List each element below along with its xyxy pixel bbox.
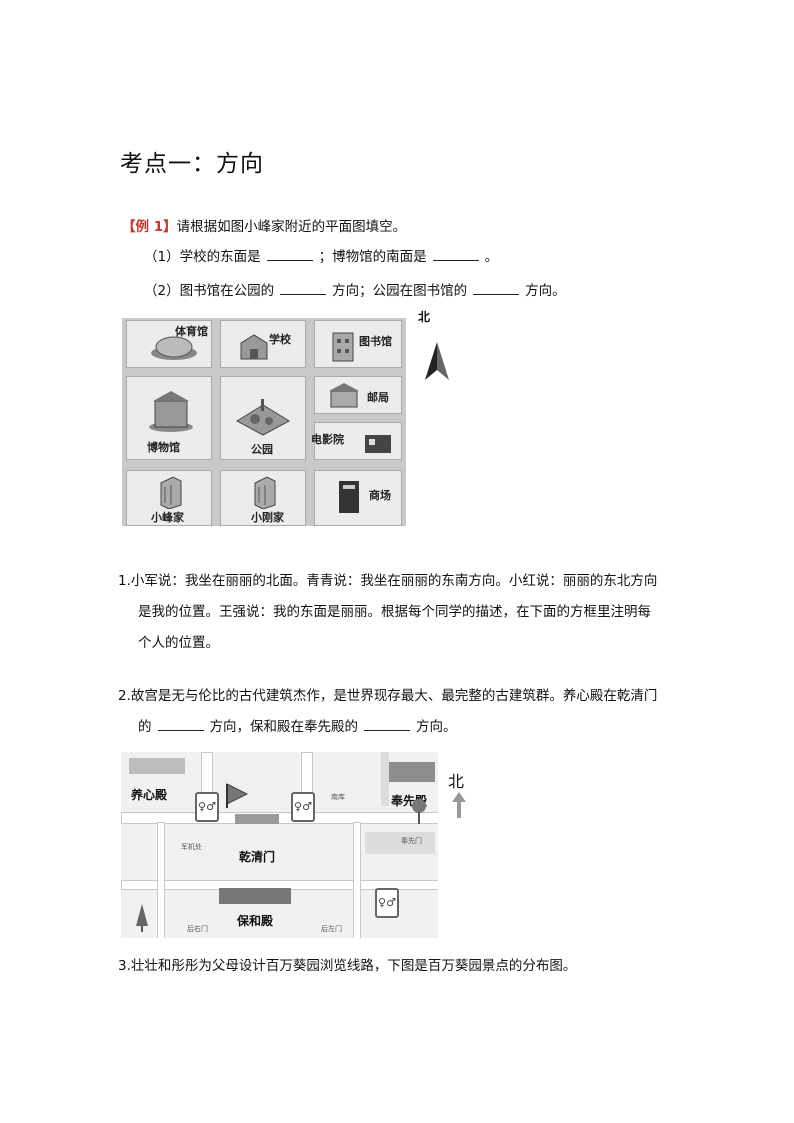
map-label-library: 图书馆 (359, 335, 392, 348)
map-label-mall: 商场 (369, 489, 391, 502)
p2-text-b: 方向，保和殿在奉先殿的 (209, 719, 359, 735)
p2-text-a: 的 (138, 719, 152, 735)
problem-2-line-1: 2.故宫是无与伦比的古代建筑杰作，是世界现存最大、最完整的古建筑群。养心殿在乾清… (118, 688, 658, 704)
answer-blank[interactable] (280, 282, 327, 295)
map-label-park: 公园 (251, 443, 273, 456)
apartment-building-icon (254, 476, 276, 509)
map-cell-park: 公园 (220, 376, 306, 460)
map-cell-museum: 博物馆 (126, 376, 212, 460)
restroom-icon: ♀♂ (291, 792, 315, 822)
map-label-museum: 博物馆 (147, 441, 180, 454)
map-cell-post-office: 邮局 (314, 376, 402, 414)
palace-map: 养心殿 奉先殿 乾清门 保和殿 军机处 南库 奉先门 后右门 后左门 ♀♂ ♀♂… (121, 752, 438, 938)
map-cell-cinema: 电影院 (311, 422, 402, 460)
map-cell-xiaogang-home: 小刚家 (220, 470, 306, 526)
q2-text-a: （2）图书馆在公园的 (144, 283, 275, 299)
q1-text-a: （1）学校的东面是 (144, 249, 261, 265)
example-question-1: （1）学校的东面是 ；博物馆的南面是 。 (144, 247, 498, 267)
north-label: 北 (418, 310, 431, 324)
road (157, 822, 165, 938)
apartment-building-icon (160, 476, 182, 509)
q1-text-b: ；博物馆的南面是 (318, 249, 427, 265)
school-building-icon (240, 334, 268, 360)
restroom-icon: ♀♂ (375, 888, 399, 918)
library-building-icon (332, 332, 354, 362)
answer-blank[interactable] (266, 248, 313, 261)
palace-roof (387, 762, 435, 782)
answer-blank[interactable] (364, 718, 410, 731)
road (353, 822, 361, 938)
park-icon (235, 399, 291, 436)
map-cell-school: 学校 (220, 320, 306, 368)
map-label-gym: 体育馆 (175, 325, 208, 338)
problem-2-line-2: 的 方向，保和殿在奉先殿的 方向。 (138, 717, 457, 737)
label-houyou-gate: 后右门 (187, 925, 208, 933)
tree-icon (136, 904, 148, 932)
wall (381, 752, 389, 806)
map-cell-xiaofeng-home: 小峰家 (126, 470, 212, 526)
north-arrow-icon (452, 792, 466, 818)
map-cell-mall: 商场 (314, 470, 402, 526)
north-arrow-icon (425, 342, 449, 380)
cinema-building-icon (365, 435, 391, 453)
q1-text-c: 。 (484, 249, 499, 265)
map-label-school: 学校 (269, 333, 291, 346)
road (121, 812, 438, 824)
q2-text-c: 方向。 (525, 283, 566, 299)
label-qianqing-gate: 乾清门 (239, 850, 276, 864)
p2-text-c: 方向。 (416, 719, 457, 735)
mall-building-icon (339, 481, 359, 513)
problem-3-line-1: 3.壮壮和彤彤为父母设计百万葵园浏览线路，下图是百万葵园景点的分布图。 (118, 958, 577, 974)
courtyard (365, 832, 435, 854)
answer-blank[interactable] (473, 282, 520, 295)
stadium-icon (151, 336, 197, 360)
q2-text-b: 方向；公园在图书馆的 (332, 283, 468, 299)
map-cell-library: 图书馆 (314, 320, 402, 368)
flag-marker-icon (226, 783, 249, 808)
label-junjichu: 军机处 (181, 843, 202, 851)
example-prompt: 【例 1】请根据如图小峰家附近的平面图填空。 (122, 217, 406, 237)
gate-roof (235, 814, 279, 824)
problem-1-line-1: 1.小军说：我坐在丽丽的北面。青青说：我坐在丽丽的东南方向。小红说：丽丽的东北方… (118, 573, 658, 589)
section-title: 考点一：方向 (120, 151, 264, 177)
example-question-2: （2）图书馆在公园的 方向；公园在图书馆的 方向。 (144, 281, 566, 301)
map-label-cinema: 电影院 (311, 433, 344, 446)
problem-1-line-3: 个人的位置。 (138, 635, 219, 651)
label-yangxin-hall: 养心殿 (131, 788, 168, 802)
restroom-icon: ♀♂ (195, 792, 219, 822)
map-label-xiaofeng-home: 小峰家 (151, 511, 184, 524)
palace-roof (129, 758, 185, 774)
label-nanku: 南库 (331, 793, 345, 801)
map-label-post-office: 邮局 (367, 391, 389, 404)
answer-blank[interactable] (432, 248, 479, 261)
north-label: 北 (448, 772, 465, 791)
problem-1-line-2: 是我的位置。王强说：我的东面是丽丽。根据每个同学的描述，在下面的方框里注明每 (138, 604, 651, 620)
post-office-icon (329, 383, 359, 408)
label-baohe-hall: 保和殿 (237, 914, 274, 928)
example-prompt-text: 请根据如图小峰家附近的平面图填空。 (176, 219, 407, 235)
museum-building-icon (149, 391, 193, 432)
tree-icon (412, 799, 426, 824)
label-houzuo-gate: 后左门 (321, 925, 342, 933)
map-cell-gym: 体育馆 (126, 320, 212, 368)
answer-blank[interactable] (157, 718, 204, 731)
hall-roof (219, 888, 291, 904)
neighborhood-map: 体育馆 学校 图书馆 博物馆 公园 邮局 电影院 小峰家 小刚家 商场 (122, 318, 406, 526)
map-label-xiaogang-home: 小刚家 (251, 511, 284, 524)
label-fengxian-gate: 奉先门 (401, 837, 422, 845)
example-tag: 【例 1】 (122, 219, 177, 235)
